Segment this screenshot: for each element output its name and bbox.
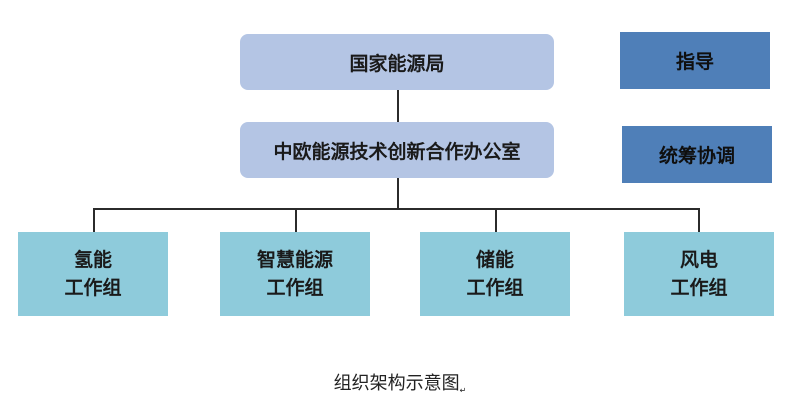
group-suffix: 工作组 [64,277,122,299]
paragraph-mark: ↵ [459,386,467,395]
group-suffix: 工作组 [266,277,324,299]
group-name: 氢能 [73,249,112,271]
connector-drop-smart-energy [295,208,297,232]
diagram-caption: 组织架构示意图↵ [0,369,800,395]
connector-bus-horizontal [93,208,700,210]
node-label: 中欧能源技术创新合作办公室 [273,140,521,163]
group-wind: 风电 工作组 [624,232,774,316]
group-smart-energy: 智慧能源 工作组 [220,232,370,316]
side-label-text: 指导 [675,51,714,73]
node-label: 国家能源局 [349,52,445,75]
group-suffix: 工作组 [466,277,524,299]
caption-text: 组织架构示意图 [333,373,460,394]
node-eu-china-office: 中欧能源技术创新合作办公室 [240,122,554,178]
group-name: 风电 [679,249,718,271]
node-national-energy-administration: 国家能源局 [240,34,554,90]
connector-drop-hydrogen [93,208,95,232]
connector-drop-storage [495,208,497,232]
group-name: 智慧能源 [256,249,333,271]
connector-drop-wind [698,208,700,232]
group-hydrogen: 氢能 工作组 [18,232,168,316]
group-storage: 储能 工作组 [420,232,570,316]
side-label-text: 统筹协调 [658,145,735,167]
side-label-coordination: 统筹协调 [622,126,772,183]
group-name: 储能 [475,249,514,271]
side-label-guidance: 指导 [620,32,770,89]
connector-root-office [397,90,399,122]
group-suffix: 工作组 [670,277,728,299]
connector-office-bus [397,178,399,209]
